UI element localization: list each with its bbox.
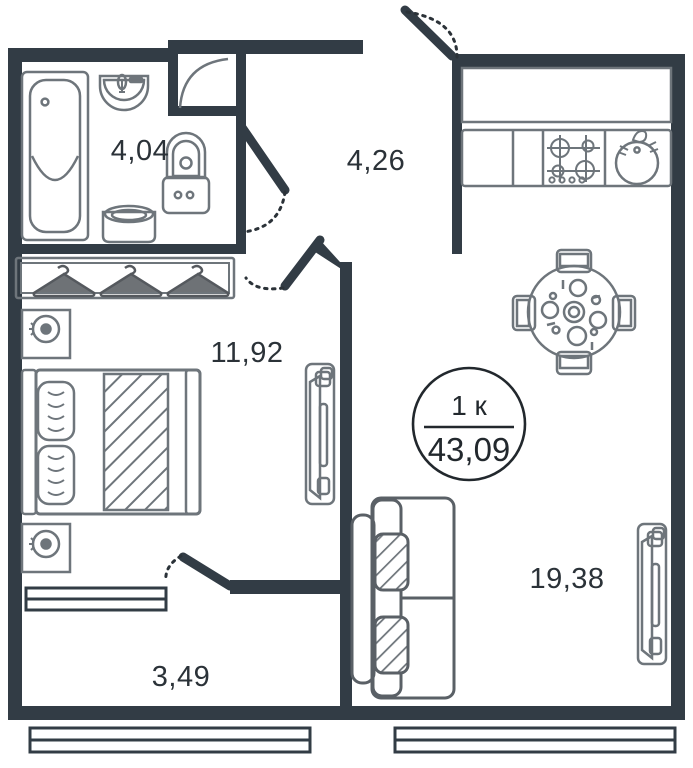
room-area-bedroom: 11,92	[211, 337, 284, 369]
wardrobe-hangers	[14, 256, 236, 300]
nightstand-lamp-top	[20, 308, 72, 360]
double-bed	[20, 368, 202, 516]
sofa	[350, 496, 456, 700]
bedroom-door[interactable]	[244, 235, 325, 291]
unit-badge-rooms: 1 к	[451, 390, 487, 421]
laundry-basket-icon	[101, 204, 157, 244]
nightstand-lamp-bottom	[20, 522, 72, 574]
room-area-balcony: 3,49	[152, 661, 210, 693]
bedroom-window	[304, 362, 336, 506]
round-dining-table	[511, 248, 637, 376]
room-area-hallway: 4,26	[347, 145, 405, 177]
kitchen-sink-icon	[614, 129, 660, 186]
room-area-bathroom: 4,04	[111, 135, 169, 167]
toilet-icon	[161, 131, 211, 215]
living-room-glazing	[393, 726, 677, 754]
room-area-living-room: 19,38	[529, 563, 604, 595]
entry-closet-door[interactable]	[178, 57, 229, 109]
entrance-door[interactable]	[400, 5, 459, 61]
gas-stove-icon	[547, 135, 600, 184]
bathroom-door[interactable]	[236, 121, 290, 248]
living-room-window	[636, 522, 668, 666]
unit-badge: 1 к 43,09	[411, 366, 527, 482]
bathtub	[20, 70, 90, 242]
balcony-glazing-bottom	[28, 726, 312, 754]
balcony-glazing-top	[24, 586, 168, 612]
balcony-door[interactable]	[164, 552, 235, 591]
unit-badge-area: 43,09	[428, 431, 511, 468]
kitchen-upper-cabinets	[460, 66, 673, 124]
kitchen-counter	[460, 128, 673, 188]
walls	[8, 40, 685, 720]
washbasin-icon	[98, 73, 150, 112]
